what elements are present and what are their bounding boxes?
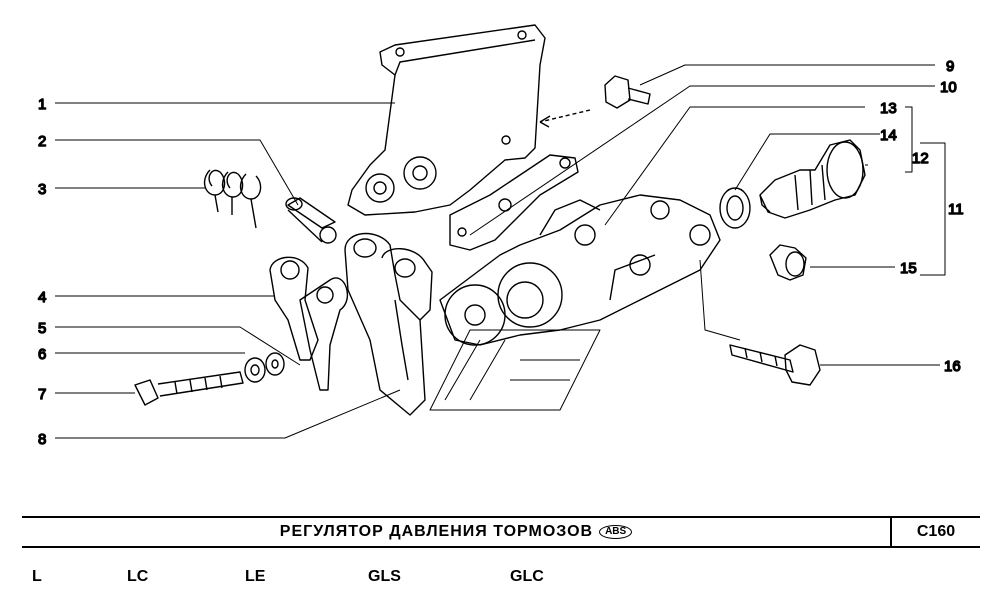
callout-16: 16 [944, 358, 961, 375]
callout-12: 12 [912, 150, 929, 167]
callout-8: 8 [38, 431, 46, 448]
callout-14: 14 [880, 127, 897, 144]
part-link-plate [344, 232, 433, 416]
part-bolt-long [134, 371, 244, 406]
part-valve-plug [759, 139, 866, 219]
leader-lines [55, 64, 946, 439]
callout-5: 5 [38, 320, 46, 337]
part-bracket [347, 24, 546, 216]
title-label: РЕГУЛЯТОР ДАВЛЕНИЯ ТОРМОЗОВ [279, 523, 594, 540]
part-cap [769, 244, 807, 281]
part-regulator-body [439, 194, 721, 346]
callout-11: 11 [948, 201, 964, 218]
variant-glc: GLC [510, 568, 544, 585]
variant-l: L [32, 568, 42, 585]
variant-gls: GLS [368, 568, 401, 585]
callout-10: 10 [940, 79, 957, 96]
callout-1: 1 [38, 96, 46, 113]
variant-lc: LC [127, 568, 149, 585]
callout-4: 4 [38, 289, 46, 306]
part-nut [244, 352, 285, 383]
callout-13: 13 [880, 100, 897, 117]
part-sealing-washer [719, 187, 751, 229]
callout-3: 3 [38, 181, 46, 198]
callout-9: 9 [946, 58, 954, 75]
variant-le: LE [245, 568, 266, 585]
callout-7: 7 [38, 386, 46, 403]
logo-mark [429, 329, 601, 411]
title-bar: РЕГУЛЯТОР ДАВЛЕНИЯ ТОРМОЗОВ ABS C160 [22, 516, 980, 548]
callout-15: 15 [900, 260, 917, 277]
part-bolt-banjo [729, 344, 821, 386]
diagram-code: C160 [890, 518, 980, 546]
part-spring [203, 169, 262, 229]
abs-badge: ABS [599, 524, 633, 539]
callout-2: 2 [38, 133, 46, 150]
exploded-parts-diagram: 1 2 3 4 5 6 7 8 9 10 11 12 13 14 15 16 [37, 24, 964, 449]
part-small-bracket [449, 154, 579, 251]
diagram-title: РЕГУЛЯТОР ДАВЛЕНИЯ ТОРМОЗОВ ABS [22, 518, 890, 546]
part-bolt-short [539, 75, 651, 128]
part-lever [269, 256, 349, 391]
callout-6: 6 [38, 346, 46, 363]
part-pin [285, 197, 337, 244]
